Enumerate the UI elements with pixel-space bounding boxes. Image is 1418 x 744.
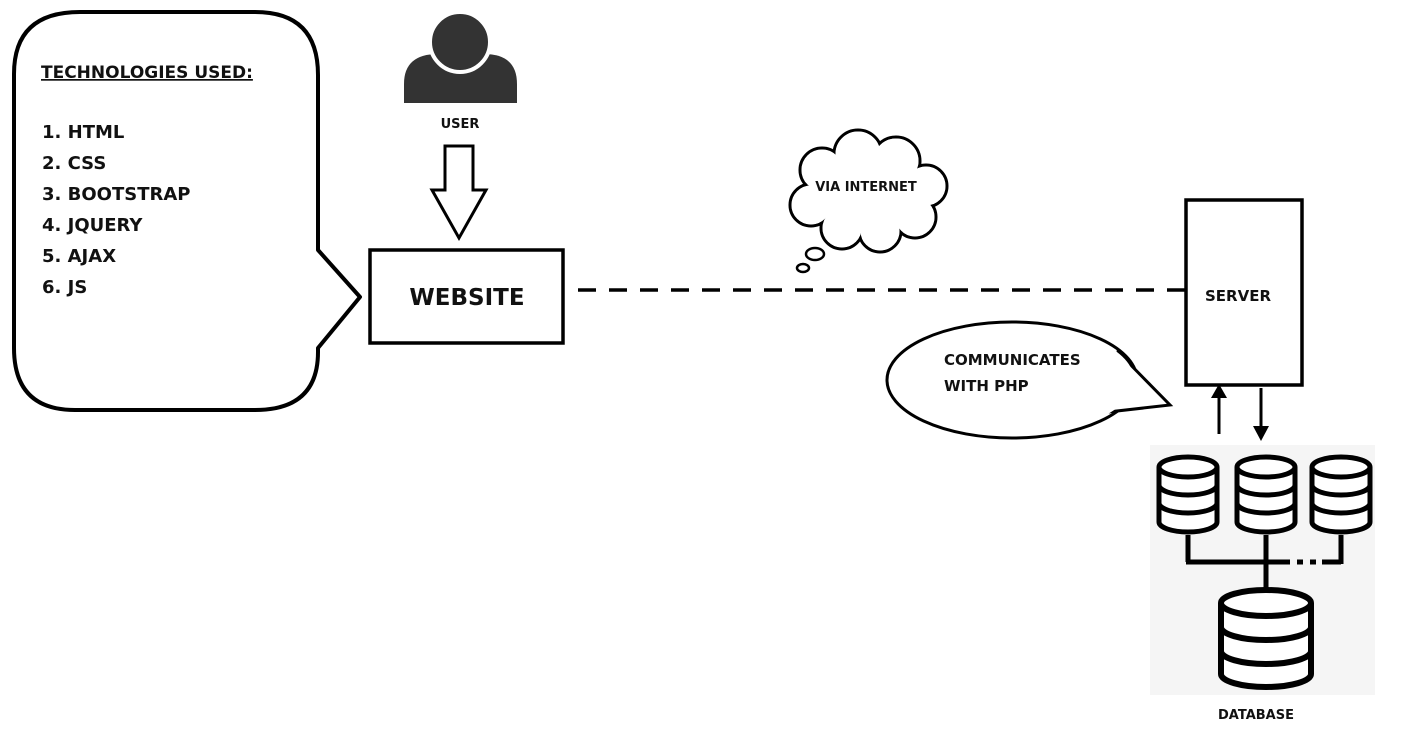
- user-icon-head: [428, 10, 492, 74]
- thought-bubble-small: [804, 246, 826, 262]
- down-arrow-head: [1253, 426, 1269, 441]
- database-icon-2: [1234, 454, 1298, 535]
- technologies-callout: TECHNOLOGIES USED: 1. HTML 2. CSS 3. BOO…: [12, 10, 362, 412]
- server-label: SERVER: [1205, 287, 1271, 305]
- tech-item-jquery: 4. JQUERY: [42, 215, 143, 236]
- php-label-line2: WITH PHP: [944, 377, 1029, 395]
- database-icon-main: [1218, 587, 1314, 690]
- technologies-heading: TECHNOLOGIES USED:: [41, 63, 253, 83]
- database-cluster: [1150, 445, 1375, 695]
- tech-item-ajax: 5. AJAX: [42, 246, 116, 267]
- server-database-arrows: [1211, 384, 1269, 441]
- website-label: WEBSITE: [409, 285, 524, 311]
- database-icon-1: [1156, 454, 1220, 535]
- tech-item-css: 2. CSS: [42, 153, 106, 174]
- database-label: DATABASE: [1218, 708, 1294, 723]
- internet-thought-cloud: VIA INTERNET: [788, 128, 949, 274]
- php-label-line1: COMMUNICATES: [944, 351, 1081, 369]
- technologies-bubble-shape: [12, 10, 362, 412]
- user-icon-body: [404, 54, 517, 103]
- up-arrow-head: [1211, 384, 1227, 398]
- php-callout: COMMUNICATES WITH PHP: [885, 320, 1174, 440]
- tech-item-js: 6. JS: [42, 277, 87, 298]
- tech-item-bootstrap: 3. BOOTSTRAP: [42, 184, 190, 205]
- website-box: [368, 248, 565, 345]
- user-label: USER: [441, 117, 480, 132]
- thought-bubble-tiny: [795, 262, 811, 274]
- tech-item-html: 1. HTML: [42, 122, 124, 143]
- user-to-website-arrow: [429, 144, 489, 242]
- server-box: [1184, 198, 1304, 387]
- internet-label: VIA INTERNET: [815, 180, 917, 195]
- user-icon: [404, 10, 517, 103]
- database-icon-3: [1309, 454, 1373, 535]
